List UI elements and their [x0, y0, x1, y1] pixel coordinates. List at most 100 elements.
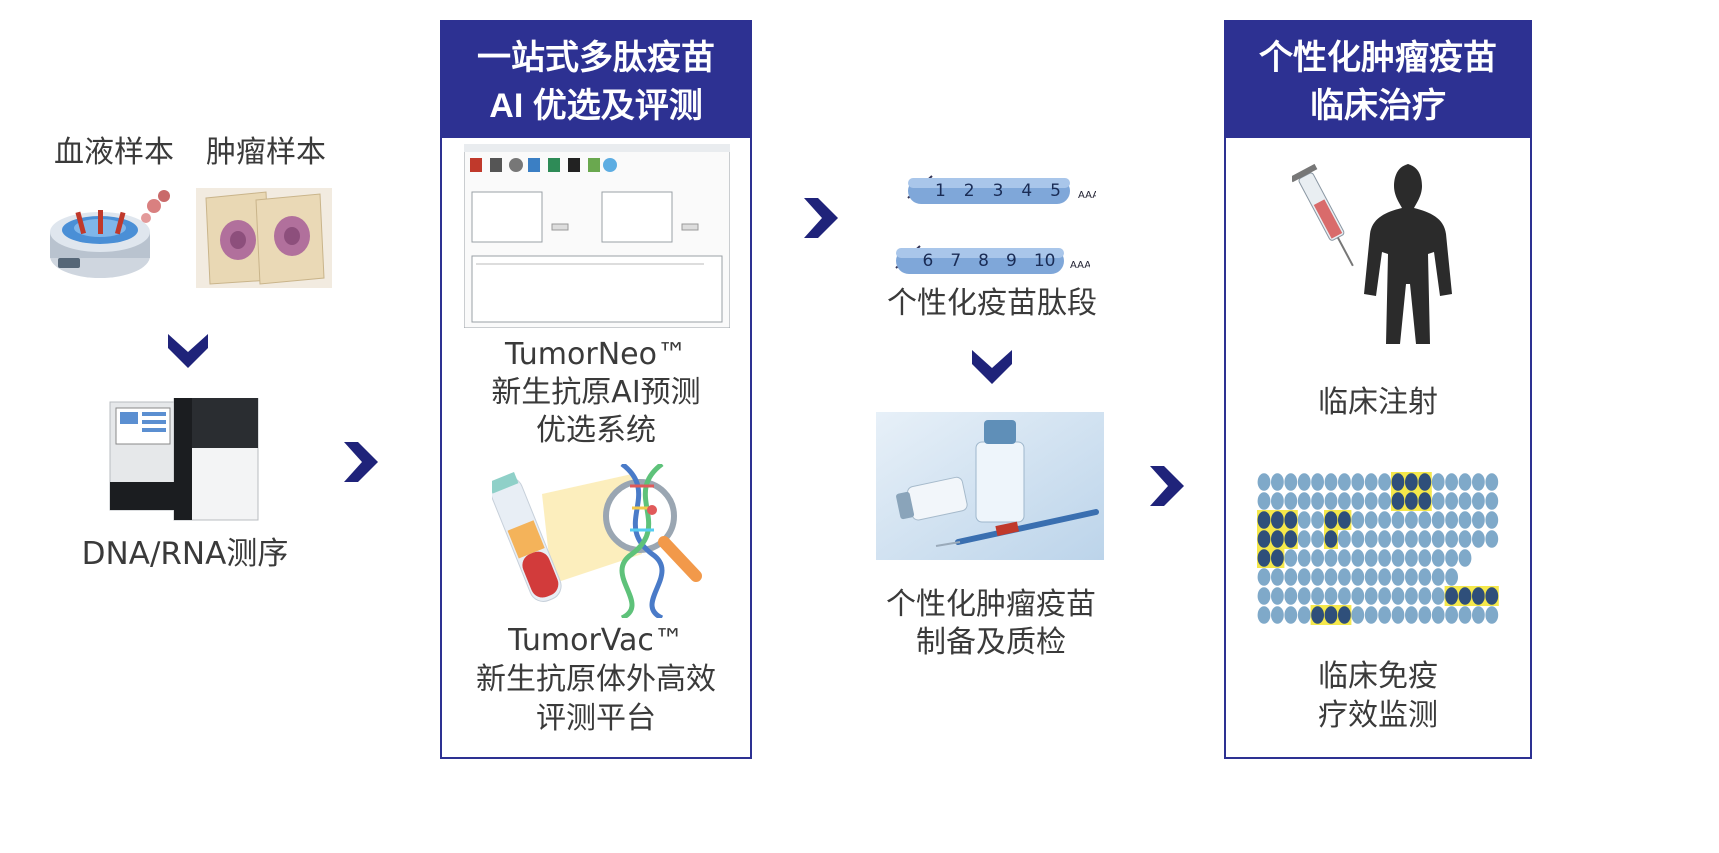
clinical-title-line1: 个性化肿瘤疫苗 — [1259, 39, 1497, 77]
svg-text:AAA: AAA — [1078, 190, 1096, 201]
plate-well — [1485, 587, 1499, 605]
plate-well — [1391, 530, 1405, 548]
plate-well — [1257, 530, 1271, 548]
chevron-down-icon — [972, 346, 1012, 386]
plate-well — [1284, 606, 1298, 624]
tumor-sample-label: 肿瘤样本 — [206, 135, 326, 170]
plate-well — [1378, 587, 1391, 605]
peptide-chain-2: AAA 6 7 8 9 10 — [894, 238, 1090, 278]
plate-well — [1418, 530, 1432, 548]
plate-well — [1472, 606, 1485, 624]
plate-well — [1351, 473, 1365, 491]
plate-well — [1378, 568, 1391, 586]
peptide-number: 9 — [1005, 251, 1017, 271]
tumorvac-name: TumorVac™ — [508, 623, 684, 658]
blood-sample-label: 血液样本 — [54, 135, 174, 170]
plate-well — [1472, 492, 1485, 510]
plate-well — [1445, 473, 1458, 491]
plate-well — [1311, 473, 1324, 491]
plate-well — [1458, 511, 1472, 529]
plate-well — [1445, 606, 1458, 624]
plate-well — [1338, 492, 1351, 510]
injection-image — [1292, 158, 1488, 364]
plate-well — [1405, 568, 1418, 586]
plate-well — [1297, 606, 1311, 624]
plate-well — [1405, 606, 1418, 624]
plate-well — [1338, 511, 1351, 529]
plate-well — [1271, 473, 1284, 491]
plate-well — [1472, 473, 1485, 491]
plate-well — [1338, 530, 1351, 548]
plate-well — [1324, 606, 1338, 624]
plate-well — [1284, 568, 1298, 586]
plate-well — [1324, 549, 1338, 567]
plate-well — [1458, 492, 1472, 510]
plate-well — [1271, 511, 1284, 529]
plate-well — [1257, 511, 1271, 529]
plate-well — [1418, 492, 1432, 510]
clinical-title-line2: 临床治疗 — [1310, 87, 1446, 125]
plate-well — [1431, 549, 1445, 567]
plate-well — [1364, 587, 1378, 605]
plate-well — [1378, 473, 1391, 491]
clinical-panel: 个性化肿瘤疫苗 临床治疗 临床注射 临床免疫 疗效监测 — [1224, 20, 1532, 759]
ai-platform-title-line2: AI 优选及评测 — [489, 87, 703, 125]
plate-well — [1351, 568, 1365, 586]
test-tube-dna-image — [492, 464, 708, 618]
plate-well — [1418, 568, 1432, 586]
plate-well — [1458, 473, 1472, 491]
plate-well — [1311, 606, 1324, 624]
plate-well — [1297, 473, 1311, 491]
plate-well — [1458, 606, 1472, 624]
chevron-right-icon — [340, 442, 380, 482]
tumorvac-desc-line2: 评测平台 — [536, 701, 656, 736]
chevron-right-icon — [800, 198, 840, 238]
plate-well — [1378, 492, 1391, 510]
tumorvac-desc-line1: 新生抗原体外高效 — [476, 662, 716, 697]
plate-well — [1431, 568, 1445, 586]
plate-well — [1458, 549, 1472, 567]
plate-well — [1271, 587, 1284, 605]
clinical-header: 个性化肿瘤疫苗 临床治疗 — [1226, 22, 1530, 138]
peptide-label: 个性化疫苗肽段 — [887, 286, 1097, 321]
plate-well — [1297, 511, 1311, 529]
plate-well — [1405, 511, 1418, 529]
plate-well — [1364, 492, 1378, 510]
plate-well — [1297, 549, 1311, 567]
tumorneo-desc-line1: 新生抗原AI预测 — [491, 375, 701, 410]
plate-well — [1324, 530, 1338, 548]
plate-well — [1418, 606, 1432, 624]
plate-well — [1351, 530, 1365, 548]
plate-well — [1405, 549, 1418, 567]
plate-well — [1257, 549, 1271, 567]
centrifuge-image — [42, 184, 174, 288]
peptide-number: 8 — [978, 251, 989, 271]
plate-well — [1391, 473, 1405, 491]
plate-well — [1351, 511, 1365, 529]
plate-well — [1431, 587, 1445, 605]
plate-well — [1378, 511, 1391, 529]
plate-well — [1324, 511, 1338, 529]
plate-well — [1257, 473, 1271, 491]
plate-well — [1485, 492, 1499, 510]
plate-well — [1445, 530, 1458, 548]
monitor-line2: 疗效监测 — [1318, 698, 1438, 733]
plate-well — [1311, 587, 1324, 605]
sequencer-image — [108, 398, 260, 522]
plate-well — [1485, 511, 1499, 529]
plate-well — [1445, 568, 1458, 586]
vaccine-vial-image — [876, 412, 1104, 560]
plate-well — [1458, 587, 1472, 605]
peptide-chain-1: AAA 1 2 3 4 5 — [906, 168, 1096, 208]
plate-well — [1458, 530, 1472, 548]
peptide-number: 3 — [992, 181, 1004, 201]
vaccine-prep-line1: 个性化肿瘤疫苗 — [886, 587, 1096, 622]
plate-well — [1284, 587, 1298, 605]
plate-well — [1284, 549, 1298, 567]
peptide-number: 7 — [950, 251, 962, 271]
ai-platform-panel: 一站式多肽疫苗 AI 优选及评测 TumorNeo™ 新生抗原AI预测 优选系统 — [440, 20, 752, 759]
plate-well — [1271, 530, 1284, 548]
plate-well — [1351, 606, 1365, 624]
plate-well — [1445, 587, 1458, 605]
plate-well — [1338, 587, 1351, 605]
